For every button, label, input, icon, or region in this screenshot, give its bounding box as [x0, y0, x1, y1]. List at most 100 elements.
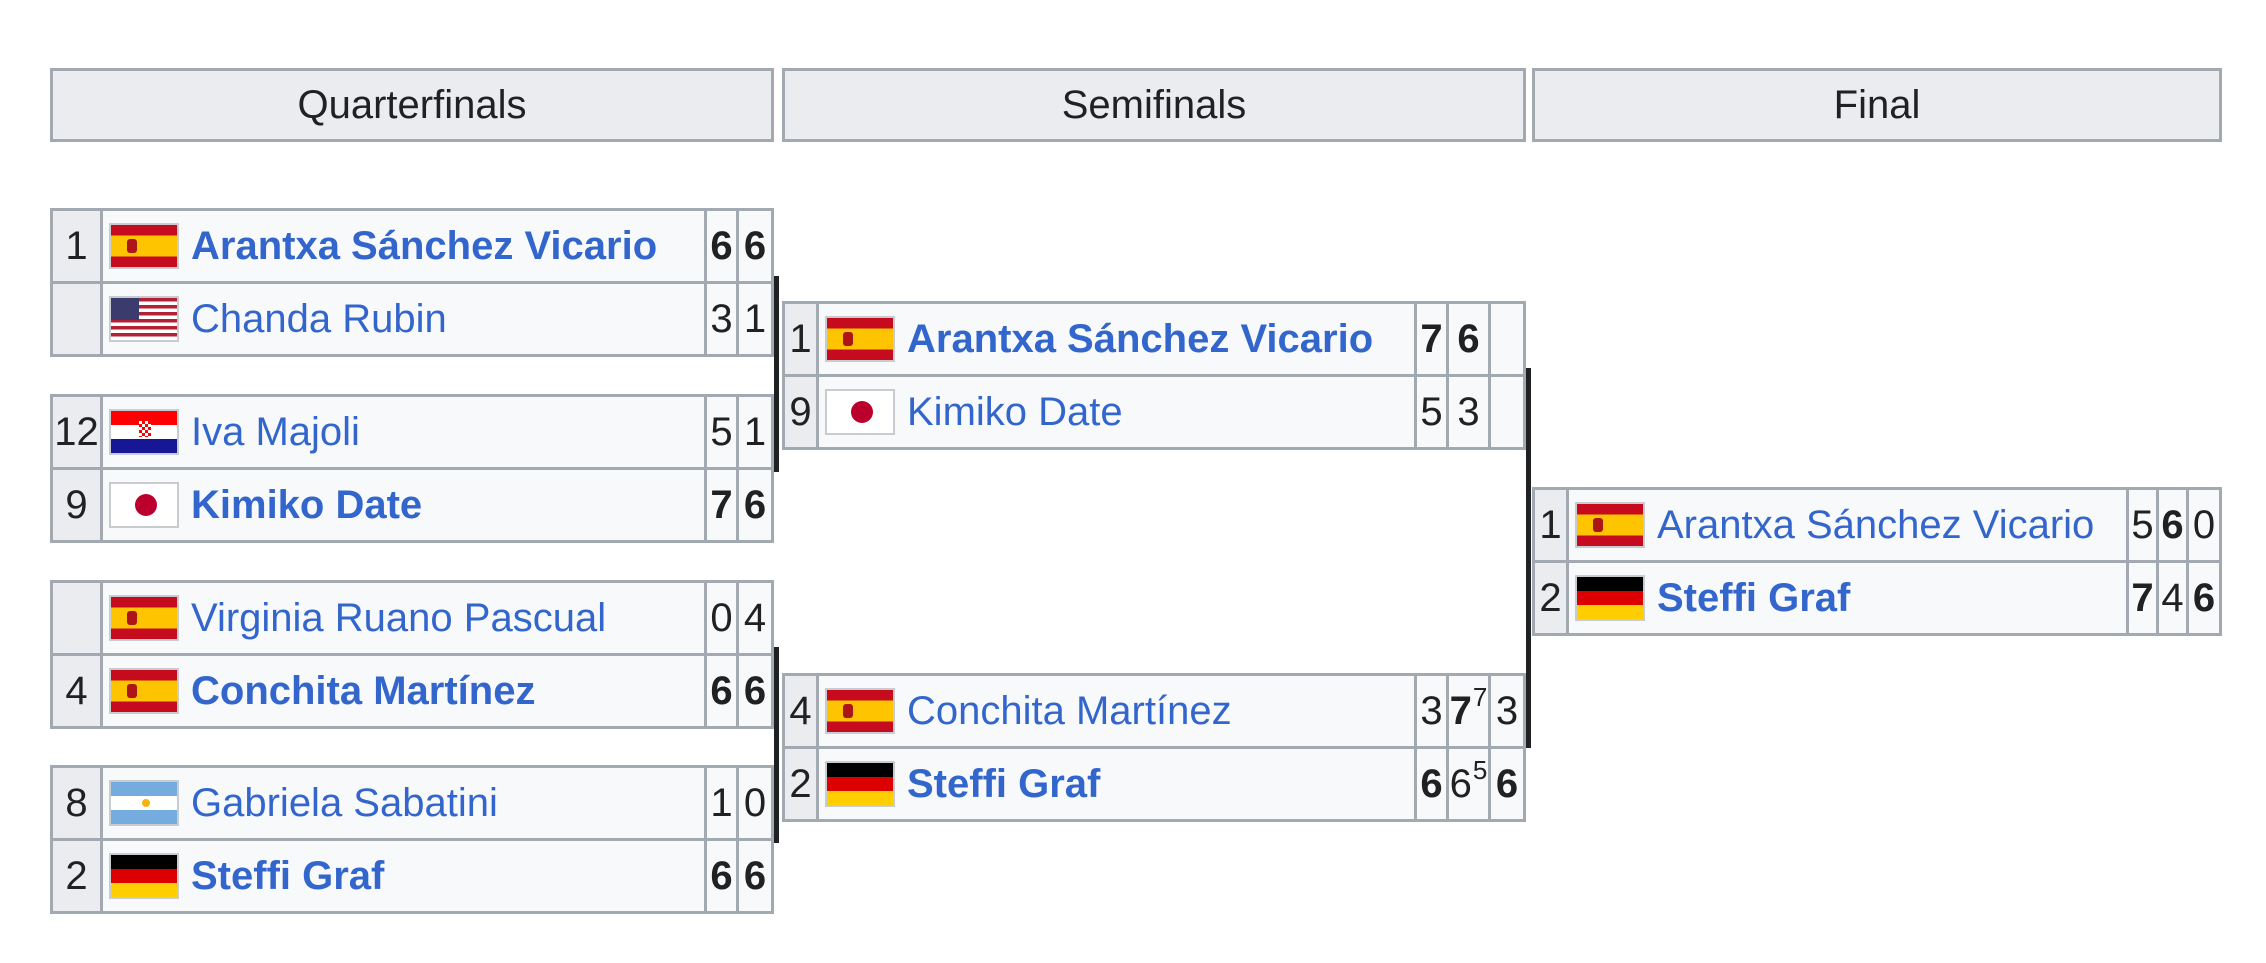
set-score-value: 3 [1495, 688, 1519, 733]
seed-cell [53, 583, 103, 653]
set-score: 0 [2189, 490, 2219, 560]
player-cell: Conchita Martínez [103, 656, 707, 726]
player-name-link[interactable]: Steffi Graf [1657, 575, 1851, 620]
set-score: 5 [707, 397, 739, 467]
player-name-link[interactable]: Arantxa Sánchez Vicario [191, 223, 658, 268]
set-score [1491, 377, 1523, 447]
set-score: 6 [2189, 563, 2219, 633]
set-score: 3 [1417, 676, 1449, 746]
player-name-link[interactable]: Kimiko Date [907, 389, 1123, 434]
player-cell: Chanda Rubin [103, 284, 707, 354]
set-score: 1 [707, 768, 739, 838]
player-name-link[interactable]: Gabriela Sabatini [191, 780, 498, 825]
seed-cell: 2 [1535, 563, 1569, 633]
player-name-link[interactable]: Steffi Graf [191, 853, 385, 898]
set-score-value: 1 [743, 296, 767, 341]
player-name-link[interactable]: Conchita Martínez [907, 688, 1232, 733]
set-score-value: 3 [710, 296, 733, 341]
set-score: 6 [739, 470, 771, 540]
set-score-value: 3 [1420, 688, 1443, 733]
esp-flag-icon [109, 668, 179, 714]
set-score-value: 6 [710, 223, 733, 268]
player-cell: Kimiko Date [103, 470, 707, 540]
set-score: 0 [739, 768, 771, 838]
set-score-value: 6 [1420, 761, 1443, 806]
set-score-value: 6 [710, 668, 733, 713]
player-name-link[interactable]: Kimiko Date [191, 482, 423, 527]
set-score-value: 6 [710, 853, 733, 898]
set-score: 6 [1449, 304, 1491, 374]
set-score-value: 4 [2161, 575, 2184, 620]
set-score-value: 1 [710, 780, 733, 825]
set-score-value: 5 [710, 409, 733, 454]
set-score-value: 4 [743, 595, 767, 640]
set-score-value: 7 [710, 482, 733, 527]
usa-flag-icon [109, 296, 179, 342]
set-score-value: 6 [743, 853, 767, 898]
player-name-link[interactable]: Virginia Ruano Pascual [191, 595, 607, 640]
set-score-value: 0 [710, 595, 733, 640]
set-score: 6 [739, 656, 771, 726]
set-score-value: 6 [1449, 761, 1472, 806]
set-score-value: 7 [1449, 688, 1472, 733]
connector-qf-bottom [774, 647, 779, 843]
seed-cell: 1 [1535, 490, 1569, 560]
set-score: 6 [2159, 490, 2189, 560]
seed-cell: 9 [785, 377, 819, 447]
set-score: 6 [707, 656, 739, 726]
set-score: 7 [1417, 304, 1449, 374]
set-score: 4 [739, 583, 771, 653]
set-score: 3 [707, 284, 739, 354]
player-name-link[interactable]: Conchita Martínez [191, 668, 536, 713]
player-name-link[interactable]: Chanda Rubin [191, 296, 447, 341]
seed-cell: 2 [785, 749, 819, 819]
player-name-link[interactable]: Steffi Graf [907, 761, 1101, 806]
cro-flag-icon [109, 409, 179, 455]
header-quarterfinals: Quarterfinals [50, 68, 774, 142]
player-cell: Steffi Graf [819, 749, 1417, 819]
set-score: 6 [739, 841, 771, 911]
set-score: 6 [739, 211, 771, 281]
set-score: 7 [2129, 563, 2159, 633]
set-score: 4 [2159, 563, 2189, 633]
player-cell: Conchita Martínez [819, 676, 1417, 746]
set-score: 7 [707, 470, 739, 540]
set-score-value: 5 [2131, 502, 2154, 547]
player-cell: Iva Majoli [103, 397, 707, 467]
esp-flag-icon [825, 316, 895, 362]
seed-cell: 2 [53, 841, 103, 911]
player-name-link[interactable]: Arantxa Sánchez Vicario [907, 316, 1374, 361]
player-name-link[interactable]: Arantxa Sánchez Vicario [1657, 502, 2095, 547]
ger-flag-icon [1575, 575, 1645, 621]
set-score-value: 7 [1420, 316, 1443, 361]
set-score-value: 0 [2192, 502, 2216, 547]
set-score-value: 6 [1457, 316, 1480, 361]
player-cell: Virginia Ruano Pascual [103, 583, 707, 653]
jpn-flag-icon [109, 482, 179, 528]
connector-qf-top [774, 276, 779, 472]
tiebreak-score: 5 [1472, 754, 1488, 785]
set-score-value: 6 [743, 482, 767, 527]
set-score-value: 6 [2192, 575, 2216, 620]
set-score-value: 1 [743, 409, 767, 454]
seed-cell: 4 [53, 656, 103, 726]
set-score: 5 [1417, 377, 1449, 447]
player-cell: Arantxa Sánchez Vicario [819, 304, 1417, 374]
set-score-value: 6 [1495, 761, 1519, 806]
player-name-link[interactable]: Iva Majoli [191, 409, 360, 454]
set-score: 6 [1417, 749, 1449, 819]
